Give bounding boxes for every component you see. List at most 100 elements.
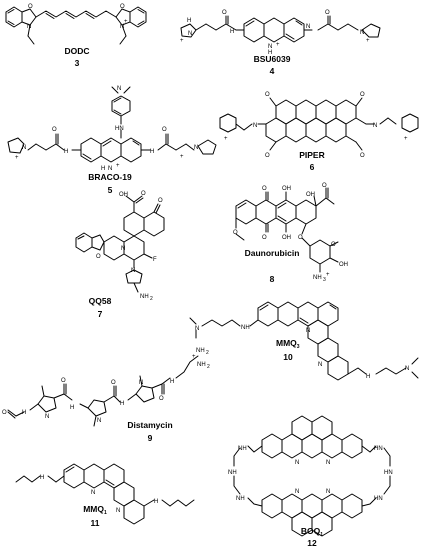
compound-11-mmq1: H N N H MMQ1 11 bbox=[15, 463, 195, 528]
daunorubicin-oh-3: OH bbox=[306, 192, 315, 198]
qq58-fluorine: F bbox=[153, 257, 157, 263]
boq1-hn-right-3: HN bbox=[374, 496, 383, 502]
qq58-number-label: 7 bbox=[98, 309, 103, 319]
distamycin-nh2-amidine-2: NH bbox=[197, 362, 206, 368]
dodc-structure bbox=[5, 6, 147, 45]
dodc-oxygen-left: O bbox=[28, 4, 33, 10]
daunorubicin-o-sugar: O bbox=[331, 242, 336, 248]
braco19-hn-top: HN bbox=[115, 126, 124, 132]
piper-charge-left: + bbox=[224, 136, 228, 142]
piper-o-3: O bbox=[360, 92, 365, 98]
compound-6-piper: O O O O N N + + PIPER 6 bbox=[219, 92, 419, 172]
daunorubicin-o-quinone-2: O bbox=[262, 235, 267, 241]
braco19-charge-center: + bbox=[116, 163, 120, 169]
mmq3-number-label: 10 bbox=[283, 352, 293, 362]
boq1-hn-right-1: HN bbox=[374, 446, 383, 452]
mmq1-number-label: 11 bbox=[91, 518, 100, 528]
boq1-number-label: 12 bbox=[307, 538, 317, 548]
daunorubicin-number-label: 8 bbox=[270, 274, 275, 284]
daunorubicin-o-acetyl: O bbox=[322, 183, 327, 189]
qq58-structure bbox=[75, 195, 165, 293]
braco19-charge-right: + bbox=[180, 154, 184, 160]
mmq3-nme2-right: N bbox=[405, 366, 409, 372]
qq58-n-core: N bbox=[121, 246, 125, 252]
braco19-n-center: N bbox=[108, 166, 112, 172]
braco19-n-right: N bbox=[194, 145, 198, 151]
bsu6039-charge-center: + bbox=[276, 42, 280, 48]
mmq1-hn-left: H bbox=[40, 475, 44, 481]
bsu6039-n-center: N bbox=[268, 44, 272, 50]
bsu6039-n-right: N bbox=[360, 30, 364, 36]
braco19-nme2: N bbox=[117, 86, 121, 92]
qq58-nh2: NH bbox=[140, 294, 149, 300]
distamycin-nh-1: H bbox=[22, 410, 26, 416]
distamycin-nh-3: H bbox=[120, 401, 124, 407]
distamycin-nh-2: H bbox=[70, 405, 74, 411]
braco19-o-right: O bbox=[162, 127, 167, 133]
mmq3-name-subscript: 3 bbox=[297, 344, 300, 350]
distamycin-n-pyrrole-1: N bbox=[45, 414, 49, 420]
distamycin-nh-4: H bbox=[170, 379, 174, 385]
qq58-n-pyrrolidine: N bbox=[131, 268, 135, 274]
distamycin-structure bbox=[7, 355, 199, 427]
compound-8-daunorubicin: O O OH OH O O OH O O OH NH 3 + Daunorubi… bbox=[233, 183, 348, 284]
distamycin-o-3: O bbox=[159, 396, 164, 402]
boq1-n-lower-1: N bbox=[295, 489, 299, 495]
daunorubicin-o-methoxy: O bbox=[233, 230, 238, 236]
distamycin-o-formyl: O bbox=[2, 410, 7, 416]
qq58-o-acid: O bbox=[141, 191, 146, 197]
qq58-name-label: QQ58 bbox=[89, 296, 112, 306]
boq1-n-upper-2: N bbox=[326, 460, 330, 466]
braco19-nh-left: H bbox=[64, 149, 68, 155]
boq1-n-lower-2: N bbox=[326, 489, 330, 495]
braco19-n-left: N bbox=[22, 145, 26, 151]
bsu6039-charge-left: + bbox=[180, 38, 184, 44]
mmq3-n-core-2: N bbox=[318, 362, 322, 368]
distamycin-number-label: 9 bbox=[148, 433, 153, 443]
distamycin-nh2-subscript-2: 2 bbox=[207, 364, 210, 370]
braco19-nh-right: H bbox=[150, 149, 154, 155]
daunorubicin-o-quinone-1: O bbox=[262, 186, 267, 192]
braco19-h-center: H bbox=[101, 166, 105, 172]
boq1-nh-left-3: NH bbox=[236, 496, 245, 502]
daunorubicin-nh3-subscript: 3 bbox=[323, 277, 326, 283]
compound-5-braco19: N HN N H + O O H H N + N + BRACO-19 5 bbox=[7, 86, 217, 195]
mmq3-name-text: MMQ bbox=[276, 338, 297, 348]
compound-12-boq1: N N N N NH NH NH HN HN HN BOQ1 12 bbox=[228, 415, 393, 548]
braco19-charge-left: + bbox=[15, 155, 19, 161]
mmq1-name-subscript: 1 bbox=[104, 510, 107, 516]
qq58-o-ketone: O bbox=[158, 198, 163, 204]
mmq3-nh-right: H bbox=[366, 374, 370, 380]
piper-structure bbox=[219, 97, 419, 151]
distamycin-n-pyrrole-2: N bbox=[97, 418, 101, 424]
braco19-number-label: 5 bbox=[108, 185, 113, 195]
daunorubicin-charge: + bbox=[326, 272, 330, 278]
daunorubicin-oh-2: OH bbox=[282, 235, 291, 241]
daunorubicin-name-label: Daunorubicin bbox=[245, 248, 300, 258]
dodc-charge: + bbox=[124, 19, 128, 25]
mmq3-nme2-left: N bbox=[195, 326, 199, 332]
bsu6039-charge-right: + bbox=[366, 38, 370, 44]
boq1-n-upper-1: N bbox=[295, 460, 299, 466]
piper-o-4: O bbox=[360, 153, 365, 159]
daunorubicin-oh-4: OH bbox=[339, 262, 348, 268]
bsu6039-nh-right: N bbox=[306, 24, 310, 30]
daunorubicin-oh-1: OH bbox=[282, 186, 291, 192]
compound-10-mmq3: N NH N N H N MMQ3 10 bbox=[189, 301, 419, 381]
distamycin-nh2-subscript-1: 2 bbox=[206, 350, 209, 356]
piper-number-label: 6 bbox=[310, 162, 315, 172]
piper-name-label: PIPER bbox=[299, 150, 325, 160]
dodc-nitrogen-right: N bbox=[120, 24, 124, 30]
piper-n-left: N bbox=[253, 123, 257, 129]
boq1-nh-left-2: NH bbox=[228, 470, 237, 476]
boq1-name-label: BOQ1 bbox=[301, 526, 323, 538]
mmq3-structure bbox=[189, 301, 419, 381]
daunorubicin-nh3: NH bbox=[313, 275, 322, 281]
mmq1-name-label: MMQ1 bbox=[83, 504, 107, 516]
mmq3-name-label: MMQ3 bbox=[276, 338, 300, 350]
mmq3-n-core-1: N bbox=[306, 328, 310, 334]
bsu6039-name-label: BSU6039 bbox=[254, 54, 291, 64]
piper-o-1: O bbox=[265, 92, 270, 98]
boq1-structure bbox=[233, 415, 391, 537]
